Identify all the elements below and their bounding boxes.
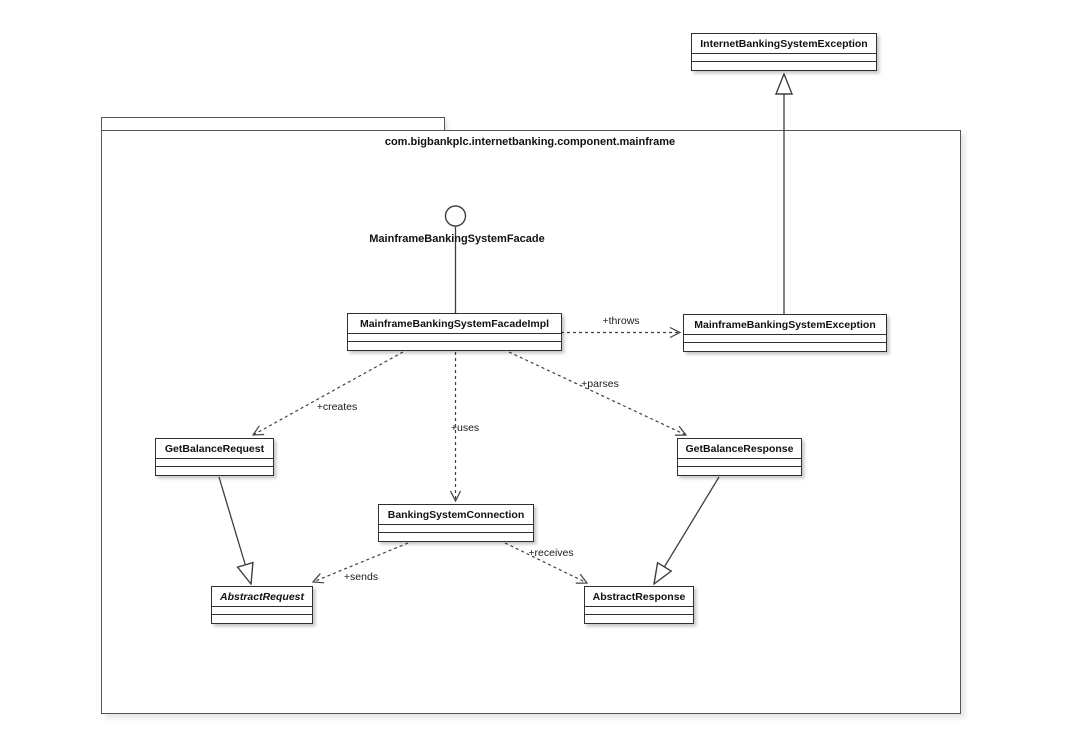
generalization-get-balance-response bbox=[654, 476, 720, 584]
class-name: AbstractResponse bbox=[585, 587, 693, 607]
operations-compartment bbox=[684, 343, 886, 351]
operations-compartment bbox=[212, 615, 312, 623]
class-abstract-request: AbstractRequest bbox=[211, 586, 313, 624]
edge-label-sends: +sends bbox=[343, 571, 379, 583]
class-name: MainframeBankingSystemFacadeImpl bbox=[348, 314, 561, 334]
class-name: MainframeBankingSystemException bbox=[684, 315, 886, 335]
class-name: GetBalanceRequest bbox=[156, 439, 273, 459]
interface-label: MainframeBankingSystemFacade bbox=[369, 233, 545, 245]
package-tab bbox=[101, 117, 445, 131]
attributes-compartment bbox=[585, 607, 693, 615]
interface-lollipop-icon bbox=[444, 205, 467, 227]
attributes-compartment bbox=[692, 54, 876, 62]
generalization-get-balance-request bbox=[218, 476, 251, 584]
class-get-balance-request: GetBalanceRequest bbox=[155, 438, 274, 476]
edge-label-parses: +parses bbox=[581, 378, 619, 390]
attributes-compartment bbox=[678, 459, 801, 467]
dependency-parses-line bbox=[508, 351, 686, 435]
class-name: GetBalanceResponse bbox=[678, 439, 801, 459]
dependency-sends-line bbox=[313, 542, 409, 582]
operations-compartment bbox=[692, 62, 876, 70]
operations-compartment bbox=[585, 615, 693, 623]
edge-label-creates: +creates bbox=[316, 401, 358, 413]
class-name: BankingSystemConnection bbox=[379, 505, 533, 525]
attributes-compartment bbox=[348, 334, 561, 342]
operations-compartment bbox=[348, 342, 561, 350]
class-name: InternetBankingSystemException bbox=[692, 34, 876, 54]
edge-label-throws: +throws bbox=[602, 315, 640, 327]
operations-compartment bbox=[156, 467, 273, 475]
class-name: AbstractRequest bbox=[212, 587, 312, 607]
dependency-creates-line bbox=[253, 351, 404, 435]
edge-label-receives: +receives bbox=[528, 547, 574, 559]
attributes-compartment bbox=[684, 335, 886, 343]
class-internet-banking-system-exception: InternetBankingSystemException bbox=[691, 33, 877, 71]
attributes-compartment bbox=[156, 459, 273, 467]
package-name: com.bigbankplc.internetbanking.component… bbox=[384, 136, 676, 148]
attributes-compartment bbox=[212, 607, 312, 615]
class-abstract-response: AbstractResponse bbox=[584, 586, 694, 624]
operations-compartment bbox=[379, 533, 533, 541]
class-get-balance-response: GetBalanceResponse bbox=[677, 438, 802, 476]
operations-compartment bbox=[678, 467, 801, 475]
attributes-compartment bbox=[379, 525, 533, 533]
edge-label-uses: +uses bbox=[450, 422, 480, 434]
class-mainframe-banking-system-facade-impl: MainframeBankingSystemFacadeImpl bbox=[347, 313, 562, 351]
class-banking-system-connection: BankingSystemConnection bbox=[378, 504, 534, 542]
class-mainframe-banking-system-exception: MainframeBankingSystemException bbox=[683, 314, 887, 352]
